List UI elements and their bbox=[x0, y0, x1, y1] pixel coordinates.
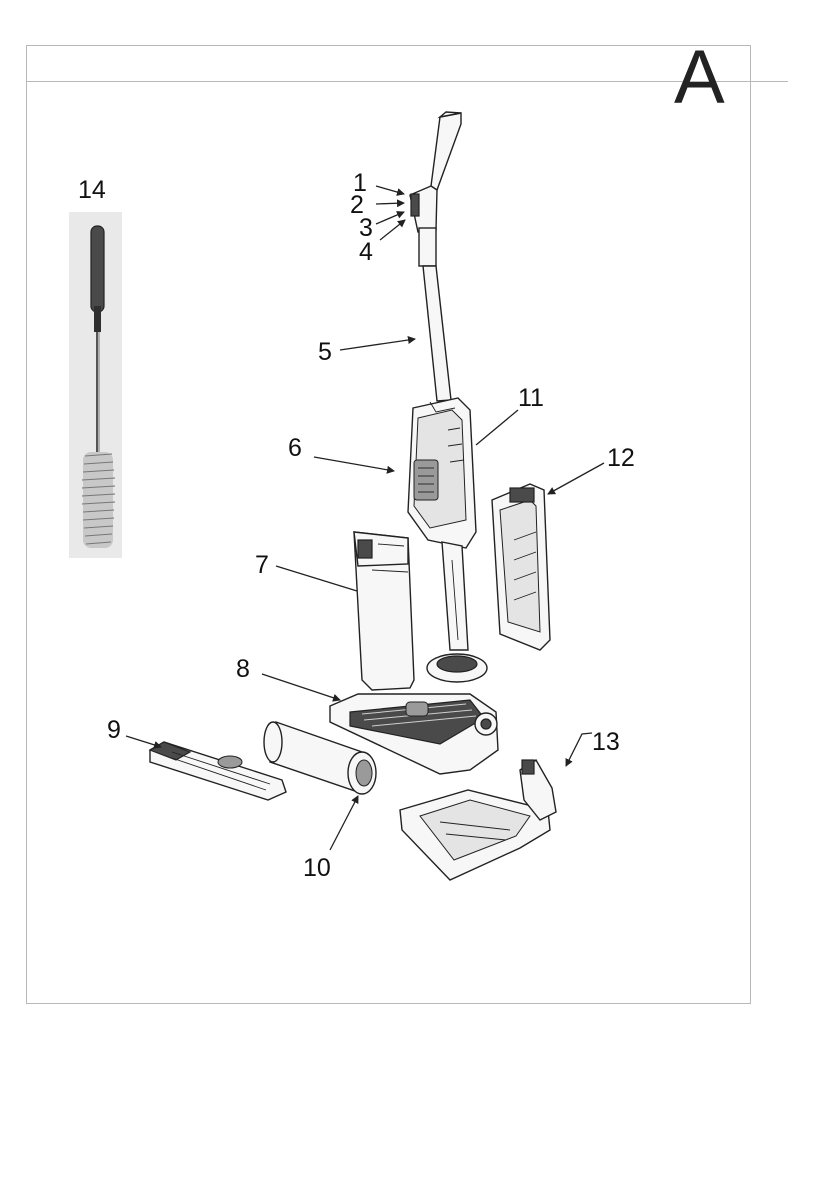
cleaning-brush-photo bbox=[69, 212, 122, 558]
callout-4: 4 bbox=[359, 238, 373, 266]
callout-6: 6 bbox=[288, 434, 302, 462]
callout-11: 11 bbox=[518, 384, 544, 412]
callout-10: 10 bbox=[303, 854, 331, 882]
callout-12: 12 bbox=[607, 444, 635, 472]
body-neck bbox=[427, 542, 487, 682]
charging-base bbox=[400, 760, 556, 880]
callout-13: 13 bbox=[592, 728, 620, 756]
handle-assembly bbox=[410, 112, 461, 266]
callout-8: 8 bbox=[236, 655, 250, 683]
dirty-water-tank bbox=[354, 532, 414, 690]
battery-tank bbox=[492, 484, 550, 650]
callout-5: 5 bbox=[318, 338, 332, 366]
callout-9: 9 bbox=[107, 716, 121, 744]
callout-7: 7 bbox=[255, 551, 269, 579]
main-body bbox=[408, 398, 476, 548]
callout-14: 14 bbox=[78, 176, 106, 204]
main-tube bbox=[423, 266, 451, 401]
